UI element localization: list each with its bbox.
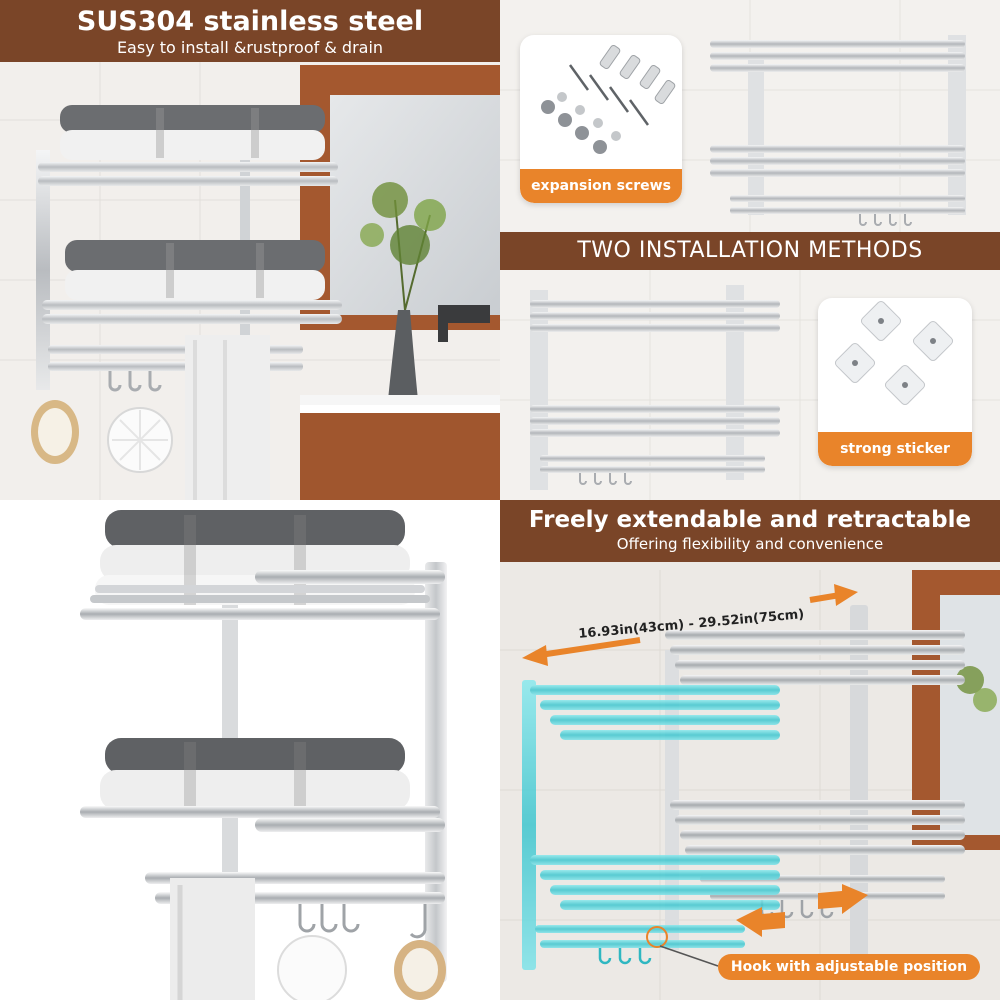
hanging-towel bbox=[170, 878, 255, 1000]
strong-sticker-card: strong sticker bbox=[818, 298, 972, 466]
plant-icon bbox=[360, 182, 446, 311]
hanging-towel bbox=[185, 335, 270, 500]
width-arrows-icon bbox=[522, 584, 858, 666]
hook-position-label: Hook with adjustable position bbox=[718, 954, 980, 980]
panel-extendable: Freely extendable and retractable Offeri… bbox=[500, 500, 1000, 1000]
strong-sticker-label: strong sticker bbox=[818, 432, 972, 466]
vase bbox=[388, 310, 418, 400]
bath-puff-icon bbox=[277, 935, 347, 1000]
panel-installation: expansion screws TWO INSTALLATION METHOD… bbox=[500, 0, 1000, 500]
panel-stainless-steel: SUS304 stainless steel Easy to install &… bbox=[0, 0, 500, 500]
panel-title: SUS304 stainless steel bbox=[76, 6, 424, 37]
hook-indicator bbox=[646, 926, 668, 948]
rack-bracket bbox=[850, 605, 868, 965]
expansion-screws-card: expansion screws bbox=[520, 35, 682, 203]
installation-methods-banner: TWO INSTALLATION METHODS bbox=[500, 232, 1000, 270]
panel-product-closeup bbox=[0, 500, 500, 1000]
expansion-screws-label: expansion screws bbox=[520, 169, 682, 203]
installation-scene bbox=[500, 0, 1000, 500]
panel-subtitle: Easy to install &rustproof & drain bbox=[116, 38, 384, 57]
rack-bracket bbox=[748, 55, 764, 215]
panel-subtitle: Offering flexibility and convenience bbox=[616, 535, 884, 553]
hook-slide-arrows-icon bbox=[736, 884, 868, 937]
bathroom-scene bbox=[0, 60, 500, 500]
sticker-icon bbox=[834, 300, 954, 406]
vanity-cabinet bbox=[300, 410, 500, 500]
panel-title: Freely extendable and retractable bbox=[528, 507, 972, 533]
rack-bracket-left bbox=[36, 150, 50, 390]
hooks-icon bbox=[108, 371, 162, 392]
extendable-scene bbox=[500, 570, 1000, 1000]
title-banner: Freely extendable and retractable Offeri… bbox=[500, 500, 1000, 562]
screws-icon bbox=[541, 44, 676, 154]
title-banner: SUS304 stainless steel Easy to install &… bbox=[0, 0, 500, 62]
mirror bbox=[330, 95, 500, 315]
wall-plate bbox=[425, 562, 447, 982]
rack-closeup bbox=[80, 510, 447, 1000]
hooks-icon bbox=[298, 904, 427, 939]
extended-rack-ghost bbox=[522, 680, 780, 970]
